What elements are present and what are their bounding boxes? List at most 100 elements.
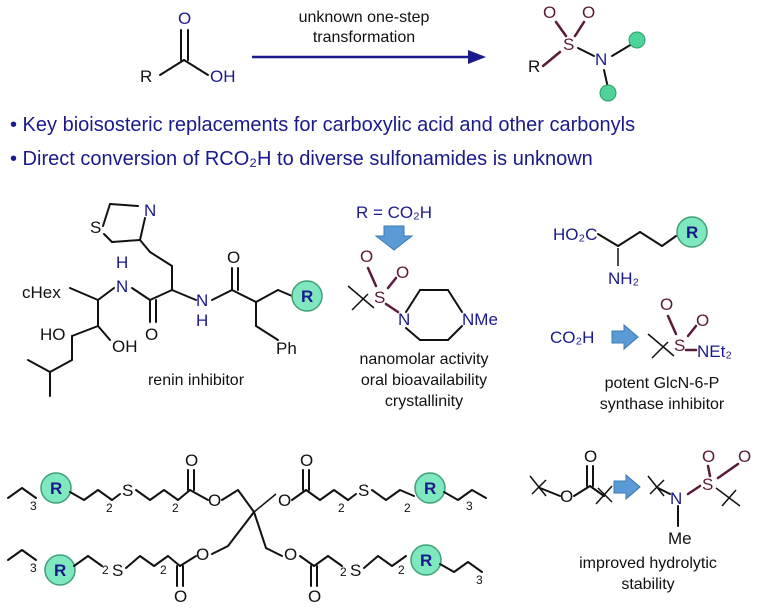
sulfonamide-product: O O S R N (528, 3, 646, 102)
lip-r-3: R (54, 561, 66, 580)
ester-caption-1: improved hydrolytic (579, 555, 717, 572)
glcn-o2: O (696, 311, 709, 330)
lip-o-6: O (196, 545, 209, 564)
lip-s-1: S (122, 481, 133, 500)
glcn-co2h: CO₂H (550, 328, 594, 347)
thiazole-n: N (144, 201, 156, 220)
renin-h2: H (196, 311, 208, 330)
lip-r-circle-3 (44, 554, 76, 586)
lip-r-4: R (420, 551, 432, 570)
down-block-arrow (374, 225, 414, 251)
transformation-arrow: unknown one-step transformation (252, 9, 486, 64)
ester-n: N (670, 489, 682, 508)
sulf-r: R (528, 57, 540, 76)
lip-r-circle-2 (414, 472, 446, 504)
ester-caption-2: stability (621, 576, 674, 593)
pip-o2: O (396, 263, 409, 282)
lip-o-8: O (308, 587, 321, 606)
pip-caption-3: crystallinity (385, 393, 463, 410)
ester-o-carbonyl: O (584, 447, 597, 466)
renin-inhibitor-structure: S N H N O N H O Ph R cHex (22, 201, 323, 397)
renin-ph: Ph (276, 339, 297, 358)
ester-o2: O (738, 447, 751, 466)
substituent-ball-2 (599, 84, 617, 102)
glcn-nh2: NH₂ (608, 269, 639, 288)
lip-o-1: O (185, 451, 198, 470)
glcn-o1: O (660, 295, 673, 314)
renin-r-circle (291, 280, 323, 312)
right-block-arrow (611, 323, 639, 351)
lip-sub3-c: 3 (30, 561, 37, 575)
lip-sub2-f: 2 (160, 563, 167, 577)
piperazine-example: R = CO₂H O O S N NMe nanomolar activity … (347, 203, 498, 410)
ester-block-arrow (613, 473, 641, 501)
acid-oh: OH (210, 67, 236, 86)
arrow-label-2: transformation (313, 29, 415, 46)
renin-ho: HO (40, 325, 66, 344)
lip-r-circle-1 (40, 472, 72, 504)
acid-carbonyl-o: O (178, 9, 191, 28)
bullet-1: • Key bioisosteric replacements for carb… (10, 114, 635, 136)
carboxylic-acid: O R OH (140, 9, 236, 86)
glcn-s: S (674, 336, 685, 355)
pip-nme: NMe (462, 310, 498, 329)
thiazole-s: S (90, 218, 101, 237)
piperazine-label: R = CO₂H (356, 203, 432, 222)
lip-sub2-b: 2 (172, 501, 179, 515)
lip-o-4: O (300, 451, 313, 470)
lip-sub2-g: 2 (340, 565, 347, 579)
glcn-ho2c: HO₂C (553, 225, 597, 244)
glcn-caption-2: synthase inhibitor (600, 396, 725, 413)
lip-r-2: R (424, 479, 436, 498)
renin-oh: OH (112, 337, 138, 356)
renin-chex: cHex (22, 283, 61, 302)
lip-sub2-e: 2 (102, 563, 109, 577)
lip-o-3: O (278, 491, 291, 510)
lip-sub2-d: 2 (404, 501, 411, 515)
pip-caption-2: oral bioavailability (361, 372, 487, 389)
glcn-r: R (686, 223, 698, 242)
renin-n1: N (116, 277, 128, 296)
renin-n2: N (196, 291, 208, 310)
ester-o1: O (702, 447, 715, 466)
lip-sub2-c: 2 (338, 501, 345, 515)
lip-s-2: S (358, 481, 369, 500)
lip-s-4: S (350, 561, 361, 580)
substituent-ball-1 (628, 31, 646, 49)
sulf-o1: O (543, 3, 556, 22)
glcn-caption-1: potent GlcN-6-P (605, 375, 720, 392)
tetraester-structure: 3 R 2 S 2 O O O O 2 S 2 R 3 3 (7, 451, 487, 606)
glcn-example: HO₂C R NH₂ CO₂H O O S NEt₂ potent GlcN-6… (550, 216, 732, 413)
bullet-2: • Direct conversion of RCO₂H to diverse … (10, 148, 593, 170)
lip-sub3-d: 3 (476, 573, 483, 587)
lip-sub2-a: 2 (106, 501, 113, 515)
pip-n1: N (398, 310, 410, 329)
lip-sub2-h: 2 (398, 563, 405, 577)
sulf-s: S (563, 35, 574, 54)
ester-s: S (702, 475, 713, 494)
lip-o-7: O (284, 545, 297, 564)
renin-r: R (301, 287, 313, 306)
lip-sub3-b: 3 (466, 499, 473, 513)
arrow-label-1: unknown one-step (299, 9, 430, 26)
renin-o1: O (145, 325, 158, 344)
pip-s: S (374, 288, 385, 307)
lip-r-circle-4 (410, 544, 442, 576)
lip-r-1: R (50, 479, 62, 498)
sulf-n: N (595, 50, 607, 69)
ester-me: Me (668, 529, 692, 548)
renin-h1: H (116, 253, 128, 272)
lip-o-2: O (208, 491, 221, 510)
glcn-r-circle (676, 216, 708, 248)
sulf-o2: O (582, 3, 595, 22)
ester-to-sulfonamide: O O N Me S O O improved hydrolytic stabi… (529, 447, 751, 593)
pip-caption-1: nanomolar activity (360, 351, 489, 368)
pip-o1: O (360, 247, 373, 266)
glcn-net2: NEt₂ (697, 342, 732, 361)
renin-o2: O (227, 248, 240, 267)
ester-o-ring: O (560, 487, 573, 506)
acid-r: R (140, 67, 152, 86)
lip-s-3: S (112, 561, 123, 580)
lip-sub3-a: 3 (30, 499, 37, 513)
